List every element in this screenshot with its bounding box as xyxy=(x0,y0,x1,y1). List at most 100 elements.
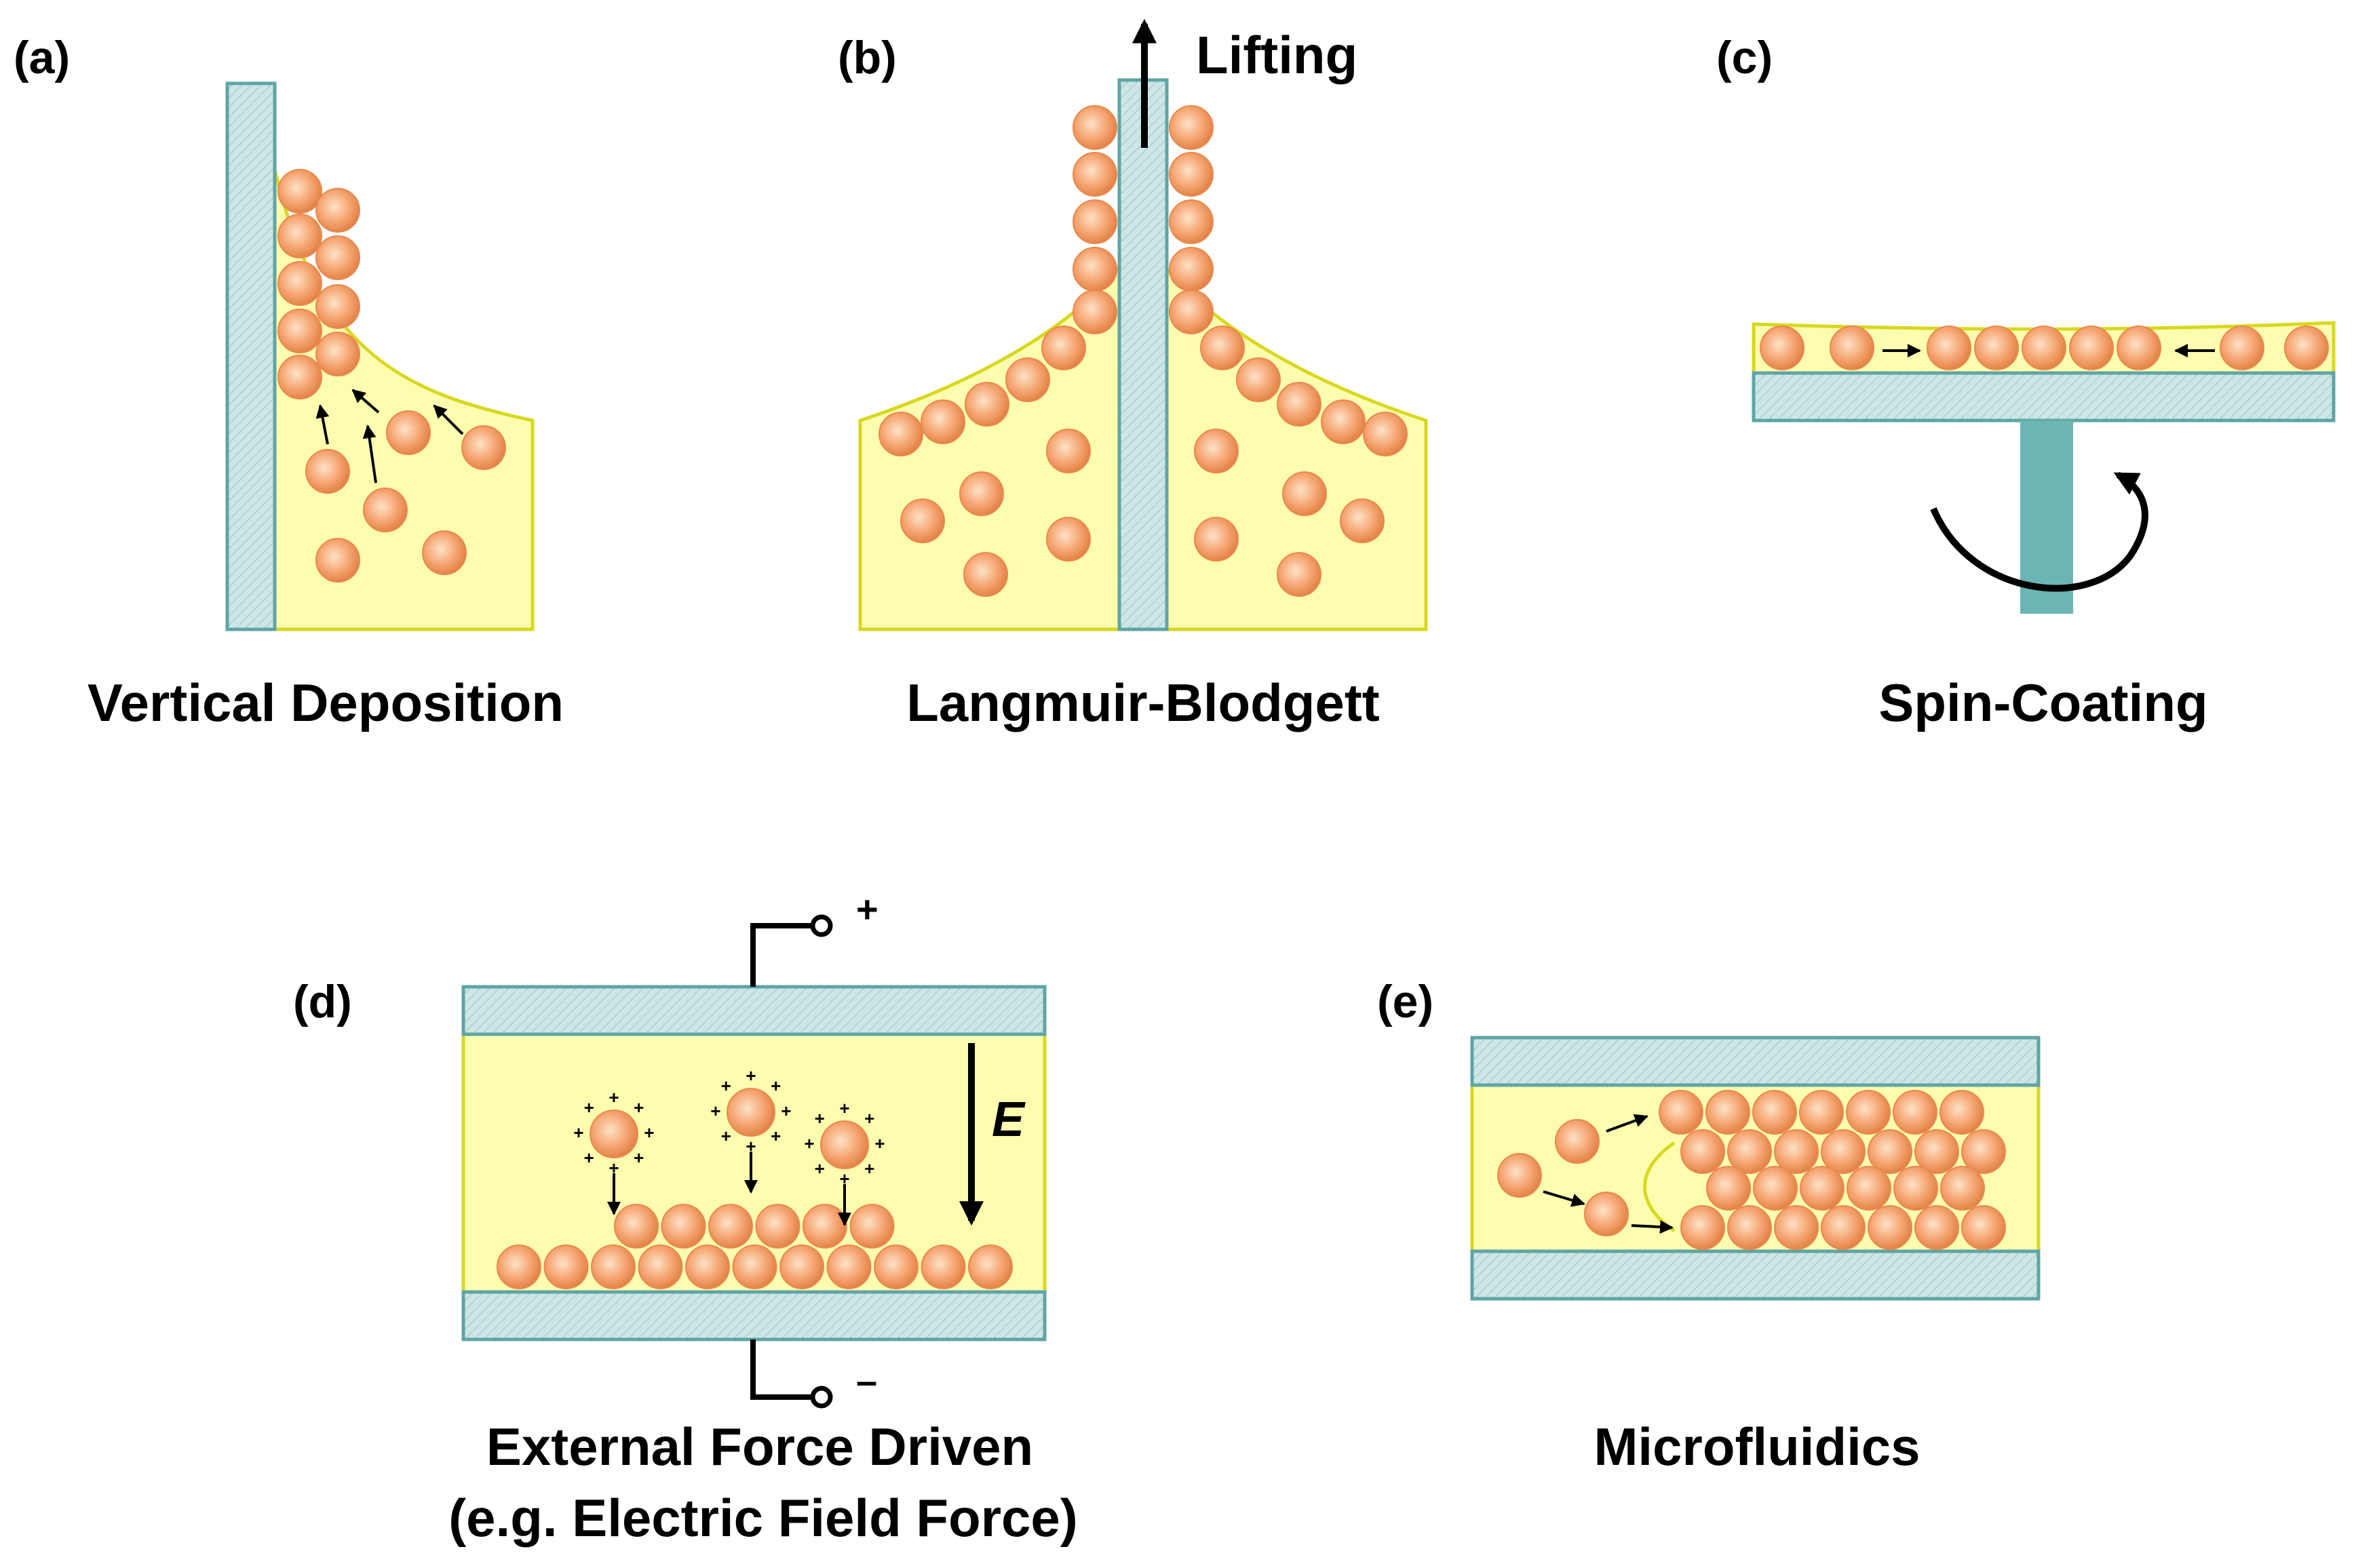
panel-a: (a) Vertical Deposition xyxy=(14,32,564,732)
particle xyxy=(661,1204,706,1249)
particle xyxy=(2117,326,2161,370)
charge-mark: + xyxy=(609,1087,619,1108)
panel-c-substrate xyxy=(1752,371,2336,423)
panel-a-flow-arrows xyxy=(315,389,464,484)
particle xyxy=(1194,429,1239,473)
particle xyxy=(963,552,1008,597)
particle xyxy=(1961,1129,2006,1174)
particle xyxy=(1940,1166,1985,1211)
particle xyxy=(1893,1090,1937,1135)
particle xyxy=(277,309,322,353)
particle xyxy=(1706,1166,1751,1211)
particle xyxy=(1005,357,1050,402)
charge-mark: + xyxy=(634,1148,644,1168)
panel-d-caption-line1: External Force Driven xyxy=(486,1417,1033,1476)
particle xyxy=(1194,517,1239,562)
charge-mark: + xyxy=(573,1122,583,1143)
charge-mark: + xyxy=(839,1098,849,1118)
particle xyxy=(1680,1129,1725,1174)
panel-d-field-label: E xyxy=(992,1093,1026,1147)
charge-mark: + xyxy=(771,1076,781,1096)
particle xyxy=(1760,326,1804,370)
panel-c-spin-shaft xyxy=(2020,420,2073,614)
particle xyxy=(2284,326,2329,370)
charge-mark: + xyxy=(746,1136,756,1156)
charge-mark: + xyxy=(609,1158,619,1178)
charge-mark: + xyxy=(721,1076,731,1096)
panel-e: (e) Microfluidics xyxy=(1377,976,2041,1476)
charge-mark: + xyxy=(839,1169,849,1189)
panel-a-caption: Vertical Deposition xyxy=(88,673,564,732)
particle xyxy=(1914,1205,1959,1250)
particle xyxy=(1868,1205,1912,1250)
particle xyxy=(1727,1129,1772,1174)
particle xyxy=(315,284,360,329)
particle xyxy=(1893,1166,1938,1211)
particle xyxy=(277,214,322,258)
particle xyxy=(1705,1090,1750,1135)
panel-d-plus-sign: + xyxy=(856,888,878,930)
panel-d-positive-wire xyxy=(750,923,813,987)
particle xyxy=(732,1244,777,1289)
particle xyxy=(1961,1205,2006,1250)
panel-a-particles xyxy=(277,169,506,583)
panel-b-substrate xyxy=(1117,78,1169,631)
particle xyxy=(1073,290,1117,334)
particle xyxy=(1974,326,2019,370)
particle xyxy=(1753,1166,1798,1211)
particle xyxy=(1774,1129,1819,1174)
particle xyxy=(1939,1090,1984,1135)
particle xyxy=(1169,247,1214,292)
particle xyxy=(779,1244,824,1289)
panel-e-particles xyxy=(1497,1090,2006,1250)
particle xyxy=(591,1244,636,1289)
particle xyxy=(685,1244,730,1289)
particle xyxy=(497,1244,541,1289)
charge-mark: + xyxy=(864,1108,874,1129)
particle xyxy=(315,188,360,233)
charge-mark: + xyxy=(771,1126,781,1146)
particle xyxy=(1868,1129,1912,1174)
charge-mark: + xyxy=(746,1065,756,1086)
panel-d: (d) + – E ++++++++++++++++++++++++ Exter… xyxy=(293,888,1078,1548)
particle xyxy=(1046,517,1091,562)
panel-c: (c) Spin-Coating xyxy=(1716,32,2336,732)
panel-c-letter: (c) xyxy=(1716,32,1773,83)
particle xyxy=(1041,326,1086,370)
panel-a-letter: (a) xyxy=(14,32,70,83)
panel-c-rotation-arrow xyxy=(1930,471,2148,592)
particle xyxy=(1752,1090,1797,1135)
flow-arrow xyxy=(1606,1114,1648,1133)
particle xyxy=(1169,105,1214,150)
particle xyxy=(1927,326,1971,370)
particle xyxy=(1282,471,1327,516)
particle xyxy=(1073,247,1117,292)
particle xyxy=(2022,326,2066,370)
charge-mark: + xyxy=(815,1158,825,1179)
particle xyxy=(968,1244,1013,1289)
panel-e-flow-arrows xyxy=(1543,1114,1674,1234)
particle xyxy=(277,169,322,214)
particle xyxy=(1073,152,1117,197)
particle xyxy=(277,355,322,399)
panel-d-particles xyxy=(497,1204,1013,1289)
flow-arrow xyxy=(362,425,377,484)
particle xyxy=(1584,1192,1629,1236)
panel-d-bottom-electrode xyxy=(461,1290,1047,1341)
panel-d-letter: (d) xyxy=(293,976,352,1027)
particle xyxy=(1799,1090,1844,1135)
particle xyxy=(1340,498,1385,543)
charge-mark: + xyxy=(584,1097,594,1118)
particle xyxy=(1847,1166,1891,1211)
panel-d-negative-terminal xyxy=(810,1386,833,1409)
panel-e-caption: Microfluidics xyxy=(1594,1417,1920,1476)
particle xyxy=(1555,1119,1600,1164)
charge-mark: + xyxy=(634,1097,644,1118)
particle xyxy=(1277,382,1321,427)
charge-mark: + xyxy=(804,1133,814,1154)
panel-d-caption-line2: (e.g. Electric Field Force) xyxy=(448,1488,1078,1548)
particle xyxy=(921,1244,966,1289)
particle xyxy=(2069,326,2114,370)
flow-arrow xyxy=(351,389,380,414)
panel-d-minus-sign: – xyxy=(856,1359,877,1402)
